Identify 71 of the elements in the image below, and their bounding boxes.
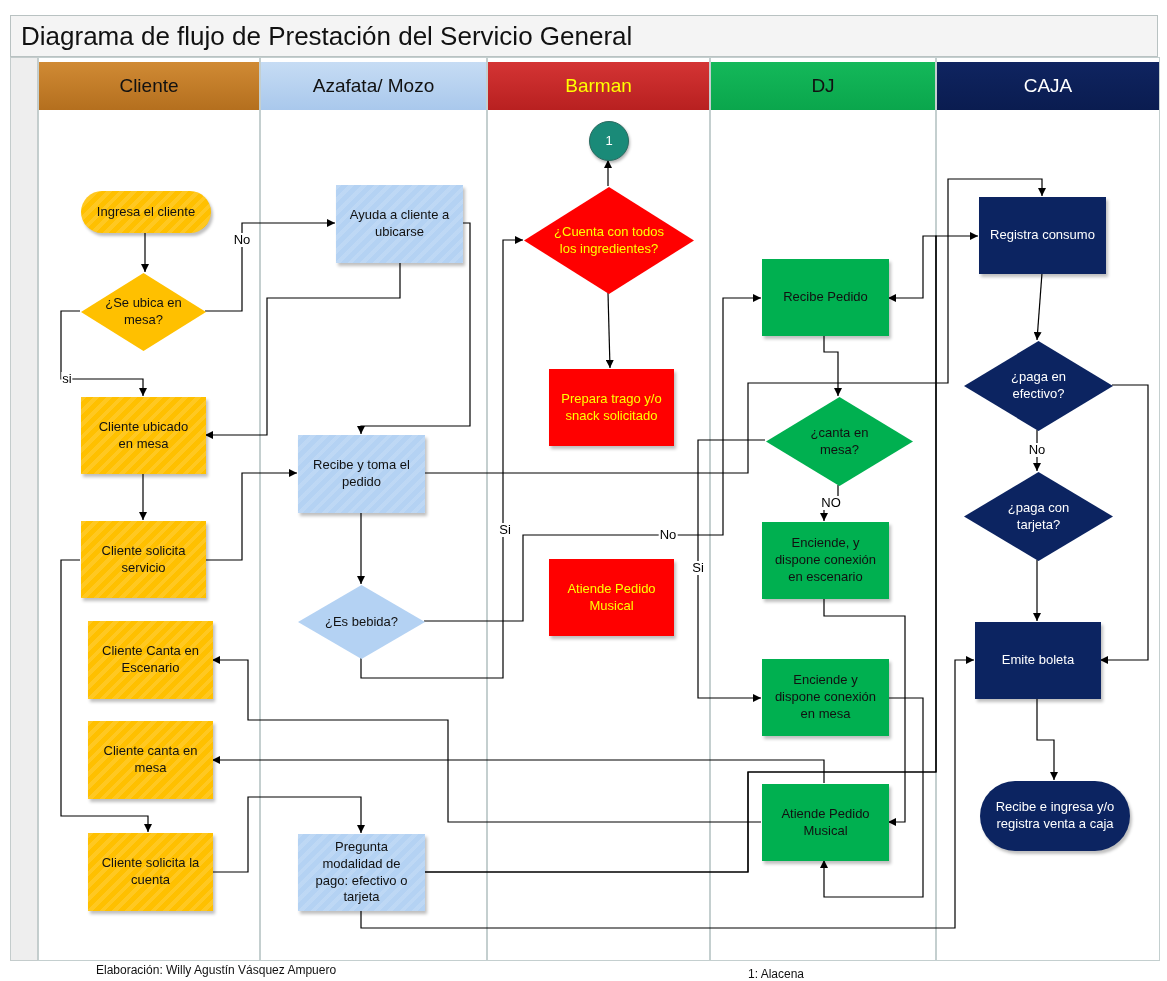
- process-box: Enciende, y dispone conexión en escenario: [762, 522, 889, 599]
- footnote: 1: Alacena: [748, 967, 805, 981]
- lane-header: CAJA: [937, 62, 1159, 110]
- arrow: [204, 261, 401, 439]
- arrow: [60, 310, 147, 397]
- arrow: [357, 222, 471, 435]
- terminal-shape: Ingresa el cliente: [81, 191, 211, 233]
- arrow: [1033, 272, 1043, 341]
- decision-diamond: ¿paga con tarjeta?: [964, 472, 1113, 561]
- lane-header: Azafata/ Mozo: [261, 62, 486, 110]
- arrow: [211, 756, 825, 784]
- arrow: [605, 292, 614, 369]
- decision-diamond: ¿paga en efectivo?: [964, 341, 1113, 431]
- process-box: Cliente solicita la cuenta: [88, 833, 213, 911]
- lane-header: Cliente: [39, 62, 259, 110]
- diagram-title: Diagrama de flujo de Prestación del Servicio General: [10, 15, 1158, 57]
- arrow: [423, 178, 1046, 474]
- process-box: Cliente canta en mesa: [88, 721, 213, 799]
- decision-diamond: ¿canta en mesa?: [766, 397, 913, 486]
- process-box: Prepara trago y/o snack solicitado: [549, 369, 674, 446]
- edge-label: Si: [498, 523, 512, 537]
- process-box: Pregunta modalidad de pago: efectivo o tarjeta: [298, 834, 425, 911]
- arrow: [1099, 384, 1149, 664]
- process-box: Atiende Pedido Musical: [762, 784, 889, 861]
- connector-circle: 1: [589, 121, 629, 161]
- terminal-shape: Recibe e ingresa y/o registra venta a caja: [980, 781, 1130, 851]
- arrow: [1036, 697, 1058, 781]
- arrow: [211, 656, 762, 823]
- arrow: [357, 511, 365, 585]
- arrow: [820, 697, 924, 898]
- edge-label: si: [61, 372, 73, 386]
- process-box: Recibe y toma el pedido: [298, 435, 425, 513]
- decision-diamond: ¿Cuenta con todos los ingredientes?: [524, 187, 694, 294]
- arrow: [211, 796, 365, 873]
- arrow: [604, 159, 612, 187]
- process-box: Ayuda a cliente a ubicarse: [336, 185, 463, 263]
- process-box: Emite boleta: [975, 622, 1101, 699]
- process-box: Cliente solicita servicio: [81, 521, 206, 598]
- arrow: [697, 439, 766, 702]
- process-box: Cliente Canta en Escenario: [88, 621, 213, 699]
- swimlane: [260, 57, 487, 961]
- arrow: [139, 472, 147, 521]
- edge-label: No: [658, 528, 678, 542]
- swimlane: [38, 57, 260, 961]
- process-box: Registra consumo: [979, 197, 1106, 274]
- lane-header: Barman: [488, 62, 709, 110]
- arrow: [141, 231, 149, 273]
- arrow: [423, 294, 762, 622]
- process-box: Cliente ubicado en mesa: [81, 397, 206, 474]
- arrow: [360, 656, 975, 929]
- arrow: [204, 219, 336, 312]
- process-box: Atiende Pedido Musical: [549, 559, 674, 636]
- decision-diamond: ¿Se ubica en mesa?: [81, 273, 206, 351]
- arrow: [823, 597, 906, 826]
- edge-label: NO: [820, 496, 842, 510]
- arrow: [360, 236, 524, 679]
- edge-label: Si: [691, 561, 705, 575]
- process-box: Recibe Pedido: [762, 259, 889, 336]
- footnote: Elaboración: Willy Agustín Vásquez Ampuero: [96, 963, 337, 977]
- arrow: [1033, 559, 1041, 622]
- edge-label: No: [1027, 443, 1047, 457]
- process-box: Enciende y dispone conexión en mesa: [762, 659, 889, 736]
- arrow: [204, 469, 298, 561]
- lane-header: DJ: [711, 62, 935, 110]
- arrow: [823, 334, 842, 397]
- arrow: [60, 559, 152, 833]
- swimlane: [936, 57, 1160, 961]
- swimlane: [710, 57, 936, 961]
- edge-label: No: [232, 233, 252, 247]
- decision-diamond: ¿Es bebida?: [298, 585, 425, 659]
- swimlane: [487, 57, 710, 961]
